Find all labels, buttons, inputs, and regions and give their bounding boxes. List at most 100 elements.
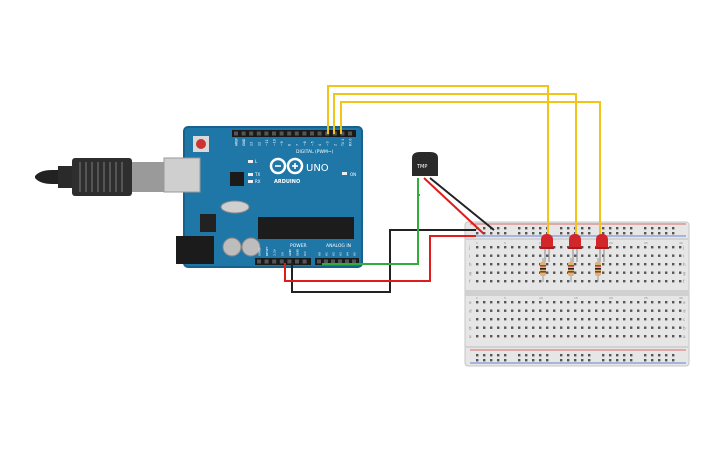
breadboard-hole[interactable] [595,309,598,312]
breadboard-hole[interactable] [539,359,542,362]
breadboard-hole[interactable] [567,227,570,230]
breadboard-hole[interactable] [637,263,640,266]
power-pin[interactable] [287,259,292,264]
breadboard-hole[interactable] [574,309,577,312]
breadboard-hole[interactable] [588,254,591,257]
breadboard-hole[interactable] [581,271,584,274]
breadboard-hole[interactable] [623,309,626,312]
breadboard-hole[interactable] [630,227,633,230]
breadboard-hole[interactable] [658,335,661,338]
breadboard-hole[interactable] [504,359,507,362]
breadboard-hole[interactable] [511,280,514,283]
breadboard-hole[interactable] [651,354,654,357]
breadboard-hole[interactable] [553,280,556,283]
breadboard-hole[interactable] [476,254,479,257]
breadboard-hole[interactable] [679,335,682,338]
breadboard-hole[interactable] [476,271,479,274]
digital-pin[interactable] [272,131,276,136]
breadboard-hole[interactable] [490,359,493,362]
breadboard-hole[interactable] [497,227,500,230]
breadboard-hole[interactable] [644,359,647,362]
breadboard-hole[interactable] [574,280,577,283]
breadboard-hole[interactable] [630,280,633,283]
breadboard-hole[interactable] [574,359,577,362]
breadboard-hole[interactable] [539,354,542,357]
breadboard-hole[interactable] [630,246,633,249]
digital-pin[interactable] [264,131,269,136]
breadboard-hole[interactable] [665,271,668,274]
breadboard-hole[interactable] [553,254,556,257]
breadboard-hole[interactable] [497,271,500,274]
breadboard-hole[interactable] [525,246,528,249]
breadboard-hole[interactable] [581,335,584,338]
breadboard-hole[interactable] [588,309,591,312]
breadboard-hole[interactable] [497,326,500,329]
breadboard-hole[interactable] [651,227,654,230]
breadboard-hole[interactable] [497,359,500,362]
breadboard-hole[interactable] [546,263,549,266]
breadboard-hole[interactable] [630,309,633,312]
breadboard-hole[interactable] [525,335,528,338]
breadboard-hole[interactable] [616,359,619,362]
breadboard-hole[interactable] [672,359,675,362]
breadboard-hole[interactable] [553,318,556,321]
breadboard-hole[interactable] [616,280,619,283]
breadboard-hole[interactable] [623,227,626,230]
breadboard-hole[interactable] [658,301,661,304]
analog-pin[interactable] [338,259,342,264]
breadboard-hole[interactable] [539,326,542,329]
breadboard-hole[interactable] [623,318,626,321]
breadboard-hole[interactable] [490,280,493,283]
breadboard-hole[interactable] [476,246,479,249]
breadboard-hole[interactable] [546,354,549,357]
breadboard-hole[interactable] [581,354,584,357]
breadboard-hole[interactable] [651,309,654,312]
breadboard-hole[interactable] [553,263,556,266]
breadboard-hole[interactable] [490,354,493,357]
temperature-sensor[interactable]: TMP [412,152,495,235]
breadboard-hole[interactable] [651,318,654,321]
breadboard-hole[interactable] [651,246,654,249]
breadboard-hole[interactable] [672,335,675,338]
breadboard-hole[interactable] [630,354,633,357]
breadboard-hole[interactable] [623,354,626,357]
breadboard-hole[interactable] [504,301,507,304]
breadboard-hole[interactable] [518,359,521,362]
breadboard-hole[interactable] [553,326,556,329]
breadboard-hole[interactable] [630,301,633,304]
breadboard-hole[interactable] [644,232,647,235]
analog-pin[interactable] [345,259,349,264]
breadboard-hole[interactable] [665,227,668,230]
breadboard-hole[interactable] [525,232,528,235]
breadboard-hole[interactable] [504,326,507,329]
breadboard-hole[interactable] [504,318,507,321]
breadboard-hole[interactable] [525,301,528,304]
breadboard-hole[interactable] [560,271,563,274]
breadboard-hole[interactable] [553,309,556,312]
breadboard-hole[interactable] [532,301,535,304]
breadboard-hole[interactable] [490,309,493,312]
breadboard-hole[interactable] [497,354,500,357]
breadboard-hole[interactable] [595,326,598,329]
breadboard-hole[interactable] [679,263,682,266]
power-pin[interactable] [279,259,284,264]
power-pin[interactable] [264,259,269,264]
breadboard-hole[interactable] [546,271,549,274]
breadboard-hole[interactable] [553,246,556,249]
breadboard-hole[interactable] [581,301,584,304]
breadboard-hole[interactable] [679,246,682,249]
breadboard-hole[interactable] [497,246,500,249]
breadboard-hole[interactable] [581,254,584,257]
breadboard-hole[interactable] [623,263,626,266]
breadboard-hole[interactable] [637,280,640,283]
breadboard-hole[interactable] [476,232,479,235]
breadboard-hole[interactable] [525,227,528,230]
breadboard-hole[interactable] [602,263,605,266]
breadboard-hole[interactable] [609,359,612,362]
breadboard-hole[interactable] [644,301,647,304]
breadboard-hole[interactable] [546,254,549,257]
breadboard-hole[interactable] [623,271,626,274]
breadboard-hole[interactable] [658,263,661,266]
breadboard-hole[interactable] [560,335,563,338]
breadboard-hole[interactable] [483,335,486,338]
